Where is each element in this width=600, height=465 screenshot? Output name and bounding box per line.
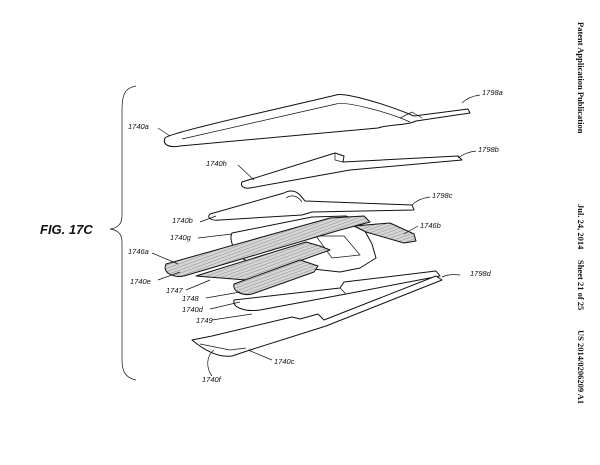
leader-1746b: [403, 225, 419, 235]
layer-1740d: [233, 270, 441, 311]
ref-1747: 1747: [166, 286, 184, 295]
leader-1798a: [461, 94, 481, 104]
leader-1740g: [197, 233, 233, 239]
pad-1748: [233, 259, 319, 295]
pad-1746b: [353, 222, 417, 244]
layer-1740a: [163, 94, 471, 148]
ref-1749: 1749: [196, 316, 214, 325]
pad-1746a: [164, 215, 371, 277]
leader-1740c: [247, 349, 273, 361]
ref-1798a: 1798a: [482, 88, 503, 97]
ref-1746a: 1746a: [128, 247, 149, 256]
leader-1748: [205, 291, 241, 299]
group-brace: [109, 85, 137, 381]
ref-1798b: 1798b: [478, 145, 499, 154]
ref-1740e: 1740e: [130, 277, 151, 286]
pad-1746a-lower: [195, 241, 331, 281]
layer-1740h-step: [334, 153, 344, 163]
leader-1740h: [237, 164, 255, 181]
ref-1740f: 1740f: [202, 375, 222, 384]
leader-1746a: [151, 252, 179, 265]
header: Patent Application Publication Jul. 24, …: [576, 22, 586, 404]
leader-1740a: [157, 127, 171, 137]
publication-number: US 2014/0206209 A1: [576, 330, 586, 404]
publication-title: Patent Application Publication: [576, 22, 586, 134]
leader-1798d: [441, 274, 461, 278]
ref-1740c: 1740c: [274, 357, 295, 366]
layer-1740b-raised: [285, 195, 303, 203]
leader-1740b: [199, 215, 217, 223]
ref-1746b: 1746b: [420, 221, 441, 230]
publication-date: Jul. 24, 2014: [576, 204, 586, 250]
leader-1740e: [157, 271, 181, 281]
layer-1740a-tab-edge: [399, 111, 423, 119]
layer-1740c: [191, 275, 443, 357]
layer-1740a-inner-edge: [181, 103, 411, 140]
ref-1798c: 1798c: [432, 191, 453, 200]
sheet-number: Sheet 21 of 25: [576, 260, 586, 310]
ref-1740a: 1740a: [128, 122, 149, 131]
layer-1740b: [208, 190, 415, 221]
leader-1740f: [207, 349, 215, 377]
leader-1798b: [457, 150, 477, 159]
ref-1798d: 1798d: [470, 269, 492, 278]
ref-1748: 1748: [182, 294, 200, 303]
ref-1740h: 1740h: [206, 159, 227, 168]
layer-1740f-lip: [199, 343, 247, 351]
figure-label: FIG. 17C: [40, 222, 93, 237]
leader-1747: [185, 279, 211, 291]
layer-1740d-step: [339, 287, 347, 295]
leader-1740d: [209, 301, 241, 310]
leader-1749: [211, 313, 253, 321]
ref-1740d: 1740d: [182, 305, 204, 314]
ref-1740b: 1740b: [172, 216, 193, 225]
layer-1740h: [241, 152, 463, 189]
ref-1740g: 1740g: [170, 233, 192, 242]
leader-1798c: [411, 196, 431, 206]
